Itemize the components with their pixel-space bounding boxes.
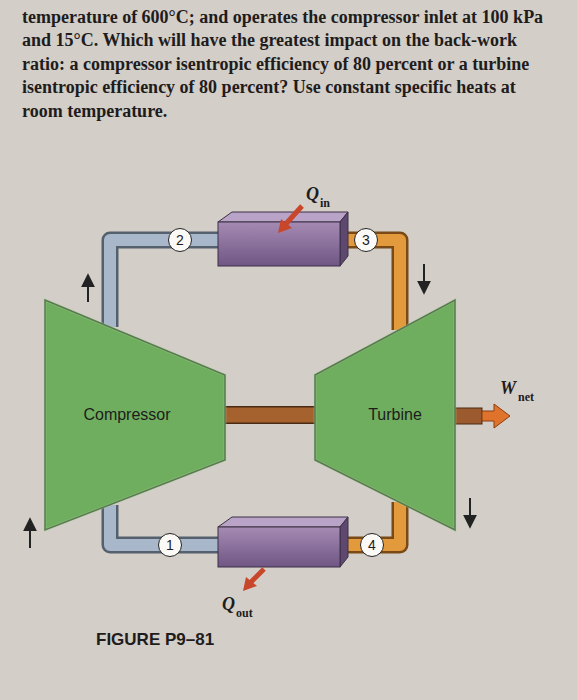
turbine-body-shape (315, 300, 455, 530)
figure-caption: FIGURE P9–81 (96, 630, 214, 650)
shaft-group (223, 415, 317, 416)
component-name: Turbine (368, 406, 422, 424)
state-number: 3 (354, 228, 378, 252)
heat-out-arrow (243, 569, 264, 591)
state-number-text: 4 (368, 537, 376, 553)
work-symbol: W (500, 378, 516, 399)
compressor-body-shape (45, 300, 225, 530)
state-number: 2 (168, 228, 192, 252)
heater-box (218, 212, 348, 266)
shaft-connector (223, 408, 317, 423)
compressor-body-highlight (45, 300, 225, 530)
state-number-text: 2 (176, 232, 184, 248)
cooler-box (218, 517, 348, 567)
heat-subscript: in (320, 196, 330, 211)
state-number: 4 (360, 533, 384, 557)
flow-arrow (30, 264, 470, 548)
state-number: 1 (158, 533, 182, 557)
heat-symbol: Q (222, 594, 235, 615)
heat-symbol: Q (306, 184, 319, 205)
turbine-body: Turbine (315, 300, 455, 530)
state-number-text: 3 (362, 232, 370, 248)
heat-subscript: out (236, 606, 253, 621)
problem-text: temperature of 600°C; and operates the c… (22, 6, 557, 123)
shaft-outline (223, 406, 317, 424)
state-number-text: 1 (166, 537, 174, 553)
component-name: Compressor (83, 406, 170, 424)
work-subscript: net (518, 390, 534, 405)
output-shaft (450, 404, 510, 428)
turbine-body-highlight (315, 300, 455, 530)
heat-in-arrow (278, 206, 302, 233)
compressor-body: Compressor (45, 300, 225, 530)
